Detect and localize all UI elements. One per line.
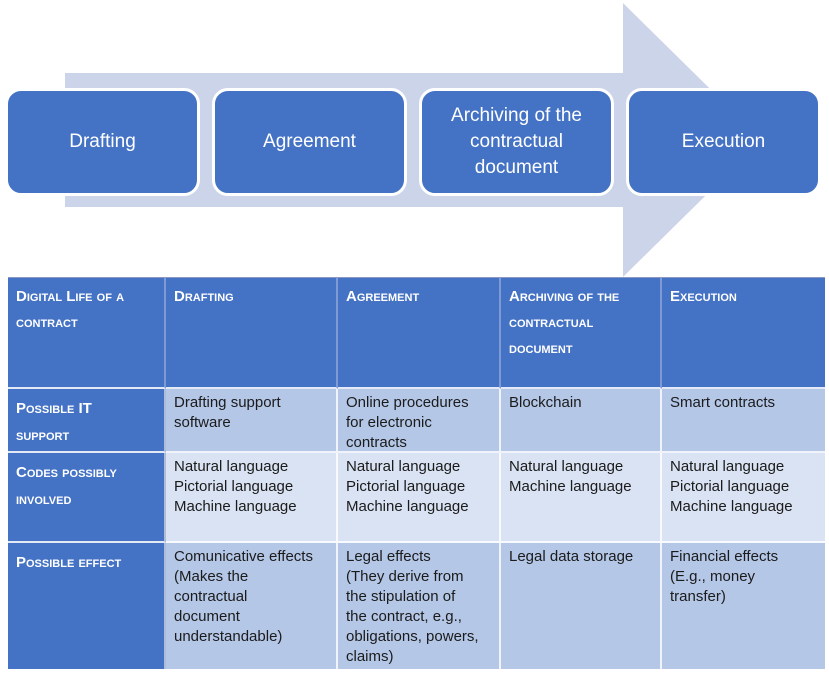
process-step-label: Execution [681, 131, 766, 152]
table-cell-effect-agreement: Legal effects (They derive from the stip… [338, 543, 501, 669]
table-cell-effect-drafting: Comunicative effects (Makes the contract… [166, 543, 338, 669]
table-cell-codes-archiving: Natural language Machine language [501, 453, 662, 543]
process-arrow [65, 3, 762, 277]
column-header-execution: Execution [662, 278, 825, 389]
process-step-agreement: Agreement [212, 88, 407, 196]
column-header-archiving: Archiving of the contractual document [501, 278, 662, 389]
row-label-possible-it-support: Possible IT support [8, 389, 166, 453]
right-arrow-shape [65, 3, 762, 277]
process-step-execution: Execution [626, 88, 821, 196]
table-cell-it-support-execution: Smart contracts [662, 389, 825, 453]
table-cell-it-support-agreement: Online procedures for electronic contrac… [338, 389, 501, 453]
process-step-label: Agreement [263, 131, 356, 152]
process-step-label: Drafting [69, 131, 136, 152]
table-cell-codes-execution: Natural language Pictorial language Mach… [662, 453, 825, 543]
table-cell-effect-execution: Financial effects (E.g., money transfer) [662, 543, 825, 669]
process-step-drafting: Drafting [5, 88, 200, 196]
row-label-possible-effect: Possible effect [8, 543, 166, 669]
table-cell-it-support-archiving: Blockchain [501, 389, 662, 453]
table-cell-codes-agreement: Natural language Pictorial language Mach… [338, 453, 501, 543]
row-label-codes-involved: Codes possibly involved [8, 453, 166, 543]
table-cell-codes-drafting: Natural language Pictorial language Mach… [166, 453, 338, 543]
table-cell-it-support-drafting: Drafting support software [166, 389, 338, 453]
table-cell-effect-archiving: Legal data storage [501, 543, 662, 669]
contract-lifecycle-table: Digital Life of a contract Drafting Agre… [8, 277, 825, 669]
process-step-label: Archiving of the contractual document [451, 105, 582, 178]
column-header-agreement: Agreement [338, 278, 501, 389]
process-step-archiving: Archiving of the contractual document [419, 88, 614, 196]
column-header-drafting: Drafting [166, 278, 338, 389]
table-title-cell: Digital Life of a contract [8, 278, 166, 389]
